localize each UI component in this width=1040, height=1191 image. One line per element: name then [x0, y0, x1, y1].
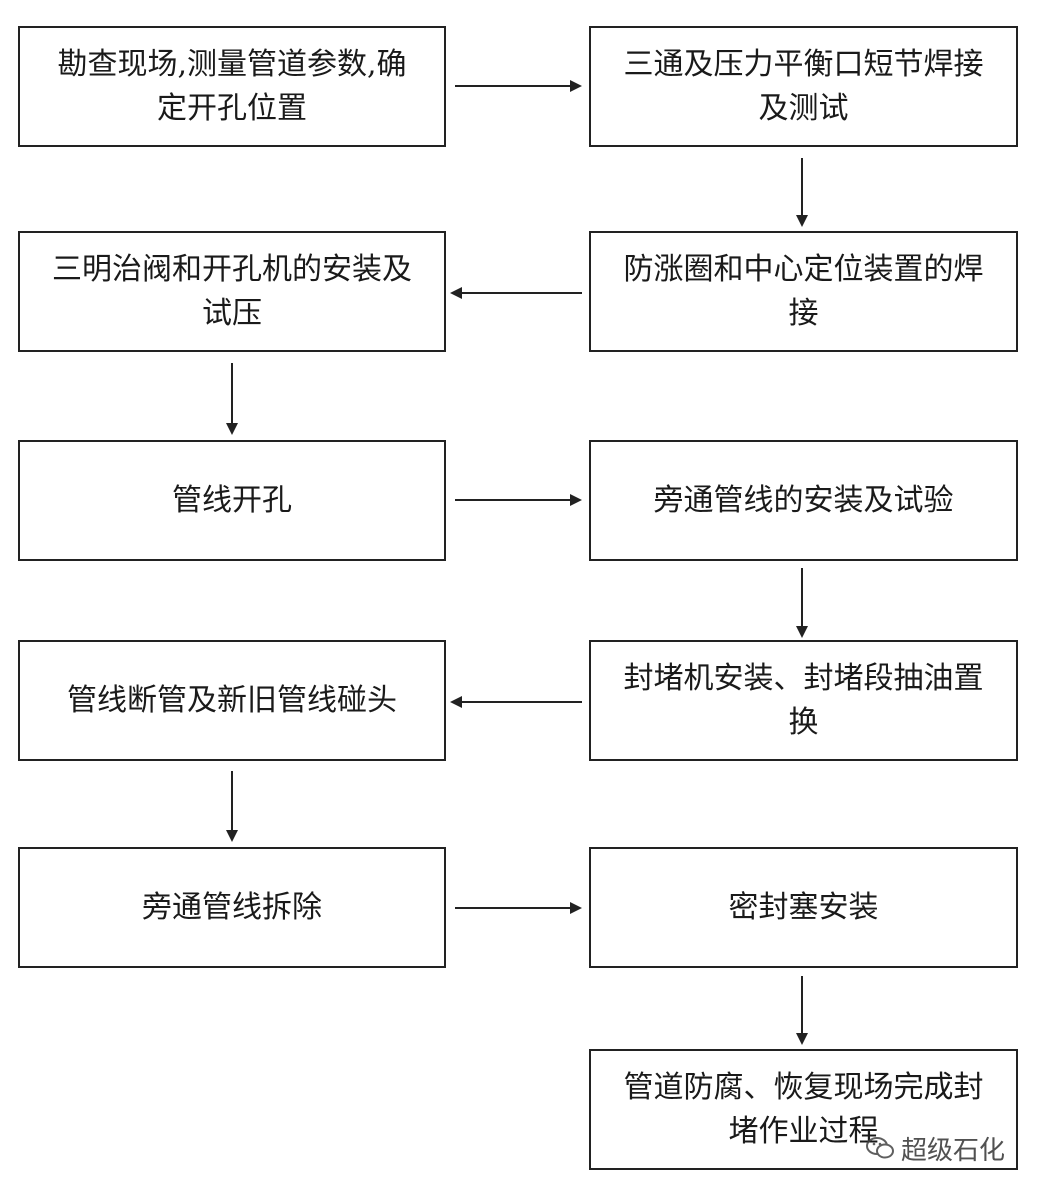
step-box-tee-welding: 三通及压力平衡口短节焊接及测试	[589, 26, 1018, 147]
step-box-anticorrosion: 管道防腐、恢复现场完成封堵作业过程	[589, 1049, 1018, 1170]
step-box-seal-plug: 密封塞安装	[589, 847, 1018, 968]
watermark: 超级石化	[865, 1128, 1025, 1168]
step-label: 封堵机安装、封堵段抽油置换	[623, 661, 984, 740]
step-label: 勘查现场,测量管道参数,确定开孔位置	[57, 47, 407, 126]
step-label: 三通及压力平衡口短节焊接及测试	[623, 47, 984, 126]
step-box-bypass-install: 旁通管线的安装及试验	[589, 440, 1018, 561]
step-box-plugging-machine: 封堵机安装、封堵段抽油置换	[589, 640, 1018, 761]
step-label: 防涨圈和中心定位装置的焊接	[623, 252, 984, 331]
step-label: 管线断管及新旧管线碰头	[67, 682, 397, 718]
step-label: 三明治阀和开孔机的安装及试压	[52, 252, 412, 331]
watermark-text: 超级石化	[901, 1135, 1006, 1166]
step-label: 旁通管线拆除	[142, 889, 322, 925]
step-box-survey: 勘查现场,测量管道参数,确定开孔位置	[18, 26, 446, 147]
step-box-hot-tap: 管线开孔	[18, 440, 446, 561]
step-box-pipe-cut: 管线断管及新旧管线碰头	[18, 640, 446, 761]
step-label: 管道防腐、恢复现场完成封堵作业过程	[623, 1070, 984, 1149]
wechat-icon	[866, 1137, 894, 1159]
step-box-valve-install: 三明治阀和开孔机的安装及试压	[18, 231, 446, 352]
step-label: 密封塞安装	[728, 889, 879, 925]
step-box-bypass-removal: 旁通管线拆除	[18, 847, 446, 968]
step-box-ring-welding: 防涨圈和中心定位装置的焊接	[589, 231, 1018, 352]
step-label: 管线开孔	[172, 482, 292, 518]
step-label: 旁通管线的安装及试验	[653, 482, 954, 518]
